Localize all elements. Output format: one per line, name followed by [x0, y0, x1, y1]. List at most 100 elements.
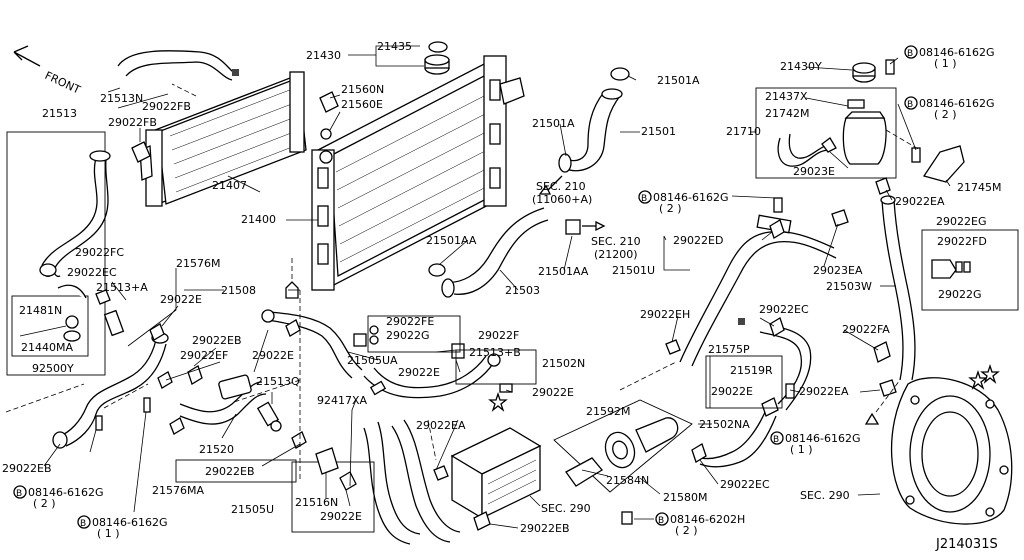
diagram-code: J214031S [935, 537, 998, 552]
label-29022e-d: 29022E [532, 386, 574, 399]
label-21575p: 21575P [708, 343, 750, 356]
clip-29022fe [353, 333, 367, 347]
label-21407: 21407 [212, 179, 247, 192]
label-21501a-mid: 21501A [532, 117, 575, 130]
label-29022ea-r: 29022EA [799, 385, 849, 398]
label-21576m: 21576M [176, 257, 220, 270]
label-29022g-box: 29022G [938, 288, 982, 301]
bolt-symbol-b-r [770, 431, 784, 445]
bolt-b-bot [621, 511, 633, 525]
sub-radiator-21407 [139, 71, 307, 207]
svg-text:B: B [16, 489, 22, 499]
clamp-29022e-c [369, 380, 387, 396]
svg-text:B: B [658, 516, 664, 526]
label-29022ec-right: 29022EC [759, 303, 809, 316]
clamp-21501a-top [610, 67, 630, 81]
clamp-29022eh [665, 339, 681, 355]
bolt-symbol-b-left [13, 485, 27, 499]
hose-21520 [179, 374, 267, 425]
svg-text:B: B [80, 519, 86, 529]
label-21501aa-1: 21501AA [426, 234, 477, 247]
label-21481n: 21481N [19, 304, 62, 317]
label-29022fb-1: 29022FB [142, 100, 191, 113]
label-29022ea-top: 29022EA [895, 195, 945, 208]
clamp-29023ea [831, 209, 849, 227]
label-21560n: 21560N [341, 83, 384, 96]
label-b-top-qty: ( 1 ) [934, 57, 957, 70]
clamp-29022ef [157, 371, 173, 389]
label-21503: 21503 [505, 284, 540, 297]
label-29022ec-left: 29022EC [67, 266, 117, 279]
label-b-mid: 08146-6162G [653, 191, 728, 204]
label-29022e-e: 29022E [711, 385, 753, 398]
group-box-21502n [455, 349, 537, 385]
label-21437x: 21437X [765, 90, 808, 103]
group-box-21575p [705, 355, 783, 409]
label-29022fd: 29022FD [937, 235, 987, 248]
bracket-21560n [319, 91, 339, 113]
svg-text:B: B [773, 435, 779, 445]
label-21513a: 21513+A [96, 281, 148, 294]
label-b-left2-qty: ( 1 ) [97, 527, 120, 540]
label-92500y: 92500Y [32, 362, 74, 375]
label-29023e: 29023E [793, 165, 835, 178]
group-box-21576ma [175, 459, 297, 483]
hose-21505u [363, 419, 461, 545]
star-marker-b [980, 363, 1000, 384]
bolt-symbol-b-top [904, 45, 918, 59]
leader-lines [19, 45, 951, 529]
label-29022e-b: 29022E [252, 349, 294, 362]
connector-21513a [103, 309, 125, 337]
label-b-left2: 08146-6162G [92, 516, 167, 529]
label-b-r-qty: ( 1 ) [790, 443, 813, 456]
label-sec210-a: SEC. 210 [536, 180, 586, 193]
bolt-b-r [785, 383, 795, 399]
label-21519r: 21519R [730, 364, 773, 377]
bolt-b-top2 [911, 147, 921, 163]
svg-text:B: B [907, 100, 913, 110]
bolt-symbol-b-mid [638, 190, 652, 204]
label-21576ma: 21576MA [152, 484, 204, 497]
star-marker-a [968, 369, 988, 390]
label-21513n: 21513N [100, 92, 143, 105]
label-29022eb-left: 29022EB [2, 462, 52, 475]
upper-hose-21501 [558, 88, 623, 173]
label-b-top: 08146-6162G [919, 46, 994, 59]
clamp-29022ea-top [875, 177, 891, 195]
clip-21435 [428, 41, 448, 53]
label-29022ec-b: 29022EC [720, 478, 770, 491]
label-21710: 21710 [726, 125, 761, 138]
clamp-29022ec-right [769, 317, 785, 337]
part-labels: 21430 21435 21560N 21560E 21501A 21501A … [2, 40, 1001, 552]
label-21745m: 21745M [957, 181, 1001, 194]
clip-29022f [451, 343, 465, 359]
label-29022eg: 29022EG [936, 215, 986, 228]
label-sec290-b: SEC. 290 [800, 489, 850, 502]
label-21520: 21520 [199, 443, 234, 456]
label-b-bot-qty: ( 2 ) [675, 524, 698, 537]
label-29022ea-mid: 29022EA [416, 419, 466, 432]
bolt-b-mid [773, 197, 783, 213]
label-29022f: 29022F [478, 329, 519, 342]
dashed-route-21505u [291, 258, 301, 480]
svg-text:B: B [907, 49, 913, 59]
label-21501: 21501 [641, 125, 676, 138]
label-21200: (21200) [594, 248, 638, 261]
label-21503w: 21503W [826, 280, 872, 293]
label-29022e-c: 29022E [398, 366, 440, 379]
front-direction-arrow: FRONT [13, 45, 83, 97]
label-21501u: 21501U [612, 264, 655, 277]
label-29022eh: 29022EH [640, 308, 690, 321]
marker-square-top [232, 69, 239, 76]
group-box-21481n [11, 295, 89, 357]
clamp-29022e-e [761, 397, 779, 417]
label-21505ua: 21505UA [347, 354, 398, 367]
clamp-29022e-b [285, 319, 301, 337]
label-21400: 21400 [241, 213, 276, 226]
reservoir-tank-21710 [842, 99, 887, 165]
clamp-29022eb-a [187, 365, 203, 385]
label-29022e-f: 29022E [320, 510, 362, 523]
label-21501aa-2: 21501AA [538, 265, 589, 278]
label-b-mid-qty: ( 2 ) [659, 202, 682, 215]
label-21440ma: 21440MA [21, 341, 73, 354]
